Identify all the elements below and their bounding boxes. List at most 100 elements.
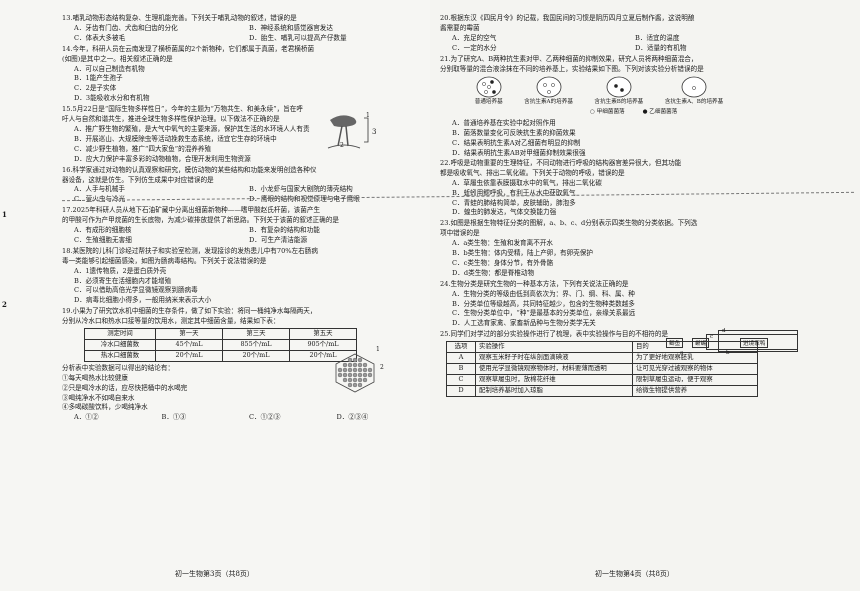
colony-mark: [546, 90, 551, 95]
capsomere: [362, 367, 368, 373]
answer-option: C．结果表明抗生素A对乙细菌有明显的抑制: [452, 139, 581, 148]
page-footer: 初一生物第3页（共8页）: [175, 570, 254, 578]
table-header-cell: 第一天: [155, 328, 223, 340]
answer-option: B．小龙虾与国家大剧院的薄壳结构: [249, 185, 353, 194]
question-line: 毒一类能够引起细菌感染，如图为肠病毒结构。下列关于说法错误的是: [62, 256, 267, 265]
question-line: 哺乳动物形态结构复杂、生理机能完善。下列关于哺乳动物的叙述，错误的是: [72, 14, 297, 22]
table-cell: 观察玉米籽子时在纵剖面滴碘液: [475, 352, 633, 364]
colony-mark: [491, 90, 496, 95]
question-number: 19.: [62, 307, 73, 316]
question: 14.今年，科研人员在云南发现了横桥菌属的2个新物种，它们都属于真菌，老君横桥菌…: [62, 45, 418, 104]
petri-dish-label: 含抗生素B的培养基: [594, 99, 644, 106]
answer-option: C．萤火虫与冷光: [74, 195, 126, 204]
table-header-cell: 测定时间: [84, 328, 156, 340]
capsomere: [337, 367, 343, 373]
conclusion-item: ③喝纯净水不如喝自来水: [62, 393, 135, 402]
capsomere: [362, 377, 368, 383]
answer-option: A．①②: [74, 413, 99, 422]
question-text: 21.为了研究A、B两种抗生素对甲、乙两种细菌的抑制效果，研究人员将两种细菌混合…: [440, 55, 812, 65]
question-text: 分别从冷水口和热水口接等量的饮用水，测定其中细菌含量，结果如下表：: [62, 317, 418, 327]
capsomere: [347, 362, 353, 368]
right-column: 20.根据东汉《四民月令》的记载，我国民间的习惯是阴历四月立夏后制作酱，这说明酿…: [440, 14, 812, 397]
label-d: d: [722, 328, 726, 334]
question-number: 24.: [440, 279, 451, 288]
answer-option: A．牙齿有门齿、犬齿和臼齿的分化: [74, 23, 178, 32]
table-cell: 855个/mL: [222, 339, 290, 351]
table-cell: C: [446, 373, 476, 386]
table-cell: 观察草履虫时，放棉花纤维: [475, 373, 633, 386]
question-line: 酱需要的霉菌: [440, 23, 480, 32]
capsomere: [357, 357, 363, 363]
question-text: 15.5月22日是“国际生物多样性日”，今年的主题为“万物共生、和美永续”，旨在…: [62, 105, 418, 115]
answer-option: D．胎生、哺乳可以提高产仔数量: [249, 33, 347, 42]
answer-option: A．普通培养基在实验中起对照作用: [452, 119, 556, 128]
box-duck: 进境家鸭: [740, 338, 769, 348]
table-cell: 让可见光穿过被观察的物体: [632, 363, 758, 375]
question-number: 25.: [440, 330, 451, 339]
conclusion-intro: 分析表中实验数据可以得出的结论有：: [62, 363, 175, 372]
answer-option: B．有复杂的结构和功能: [249, 226, 320, 235]
petri-dish-icon: [606, 77, 632, 98]
fungus-figure: [327, 115, 369, 149]
capsomere: [347, 382, 353, 388]
fig14-label-1: 1: [366, 112, 370, 119]
capsomere: [352, 382, 358, 388]
table-cell: 限制草履虫运动，便于观察: [632, 373, 758, 386]
question-text: 14.今年，科研人员在云南发现了横桥菌属的2个新物种，它们都属于真菌，老君横桥菌: [62, 45, 418, 55]
capsomere: [347, 372, 353, 378]
question-line: 项中错误的是: [440, 229, 480, 238]
answer-option: D．结果表明抗生素AB对甲细菌抑制效果很强: [452, 148, 586, 157]
answer-option: D．应大力保护丰富多彩的动物植物，合理开发利用生物资源: [74, 154, 251, 163]
answer-option: B．菌落数量变化可反映抗生素的抑菌效果: [452, 129, 576, 138]
answer-option: A．草履虫依靠表膜摄取水中的氧气，排出二氧化碳: [452, 178, 602, 187]
question-number: 21.: [440, 54, 451, 63]
question-text: 吁人与自然和谐共生，推进全球生物多样性保护治理。以下做法不正确的是: [62, 115, 418, 125]
answer-option: C．生殖细胞无害细: [74, 235, 132, 244]
question-text: 16.科学家通过对动物的认真观察和研究，模仿动物的某些结构和功能来发明创造各种仪: [62, 166, 418, 176]
question-number: 15.: [62, 105, 73, 114]
question-line: 分别从冷水口和热水口接等量的饮用水，测定其中细菌含量，结果如下表：: [62, 317, 280, 326]
petri-dish-icon: [476, 77, 502, 98]
question-line: 分别取等量的混合液涂抹在不同的培养基上，实验结果如下图。下列对该实验分析错误的是: [440, 64, 704, 73]
side-mark: 1: [2, 210, 7, 219]
answer-option: A．充足的空气: [452, 33, 497, 42]
capsomere: [357, 372, 363, 378]
table-cell: 20个/mL: [289, 349, 357, 362]
answer-option: D．人工选育家禽、家畜新品种与生物分类学无关: [452, 319, 596, 328]
capsomere: [342, 362, 348, 368]
capsomere: [342, 367, 348, 373]
question-line: 器设备，这就是仿生。下列仿生成果中对应错误的是: [62, 175, 214, 184]
question-number: 16.: [62, 165, 73, 174]
petri-dish-label: 含抗生素A、B的培养基: [664, 99, 724, 106]
question-text: 毒一类能够引起细菌感染，如图为肠病毒结构。下列关于说法错误的是: [62, 257, 418, 267]
question-line: 吁人与自然和谐共生，推进全球生物多样性保护治理。以下做法不正确的是: [62, 115, 280, 124]
petri-dish: 含抗生素B的培养基: [594, 76, 643, 108]
table-header-cell: 选项: [446, 341, 476, 354]
answer-option: D．可生产清洁能源: [249, 235, 308, 244]
capsomere: [362, 362, 368, 368]
legend-entry: ○ 甲细菌菌落: [590, 109, 625, 116]
capsomere: [367, 372, 373, 378]
capsomere: [352, 357, 358, 363]
answer-option: A．推广野生物的繁殖，是大气中氧气的主要来源，保护其生活的水环境人人有责: [74, 124, 310, 133]
question-line: 5月22日是“国际生物多样性日”，今年的主题为“万物共生、和美永续”，旨在呼: [72, 105, 303, 114]
answer-option: A．人手与机械手: [74, 185, 125, 194]
fig14-label-2: 2: [340, 142, 344, 149]
petri-dish-label: 含抗生素A的培养基: [524, 99, 573, 106]
question-text: 24.生物分类是研究生物的一种基本方法，下列有关说法正确的是: [440, 280, 812, 290]
table-cell: 冷水口细菌数: [84, 339, 156, 351]
table-header-row: 测定时间第一天第三天第五天: [84, 328, 357, 340]
colony-legend: ○ 甲细菌菌落● 乙细菌菌落: [590, 108, 812, 118]
question-line: 的甲酸可作为产甲烷菌的生长底物，为减少碳排放提供了新思路。下列关于该菌的叙述正确…: [62, 216, 339, 225]
answer-option: C．体表大多被毛: [74, 33, 126, 42]
question-text: 25.同学们对学过的部分实验操作进行了梳理，表中实验操作与目的不相符的是: [440, 330, 812, 340]
question-number: 13.: [62, 14, 73, 22]
